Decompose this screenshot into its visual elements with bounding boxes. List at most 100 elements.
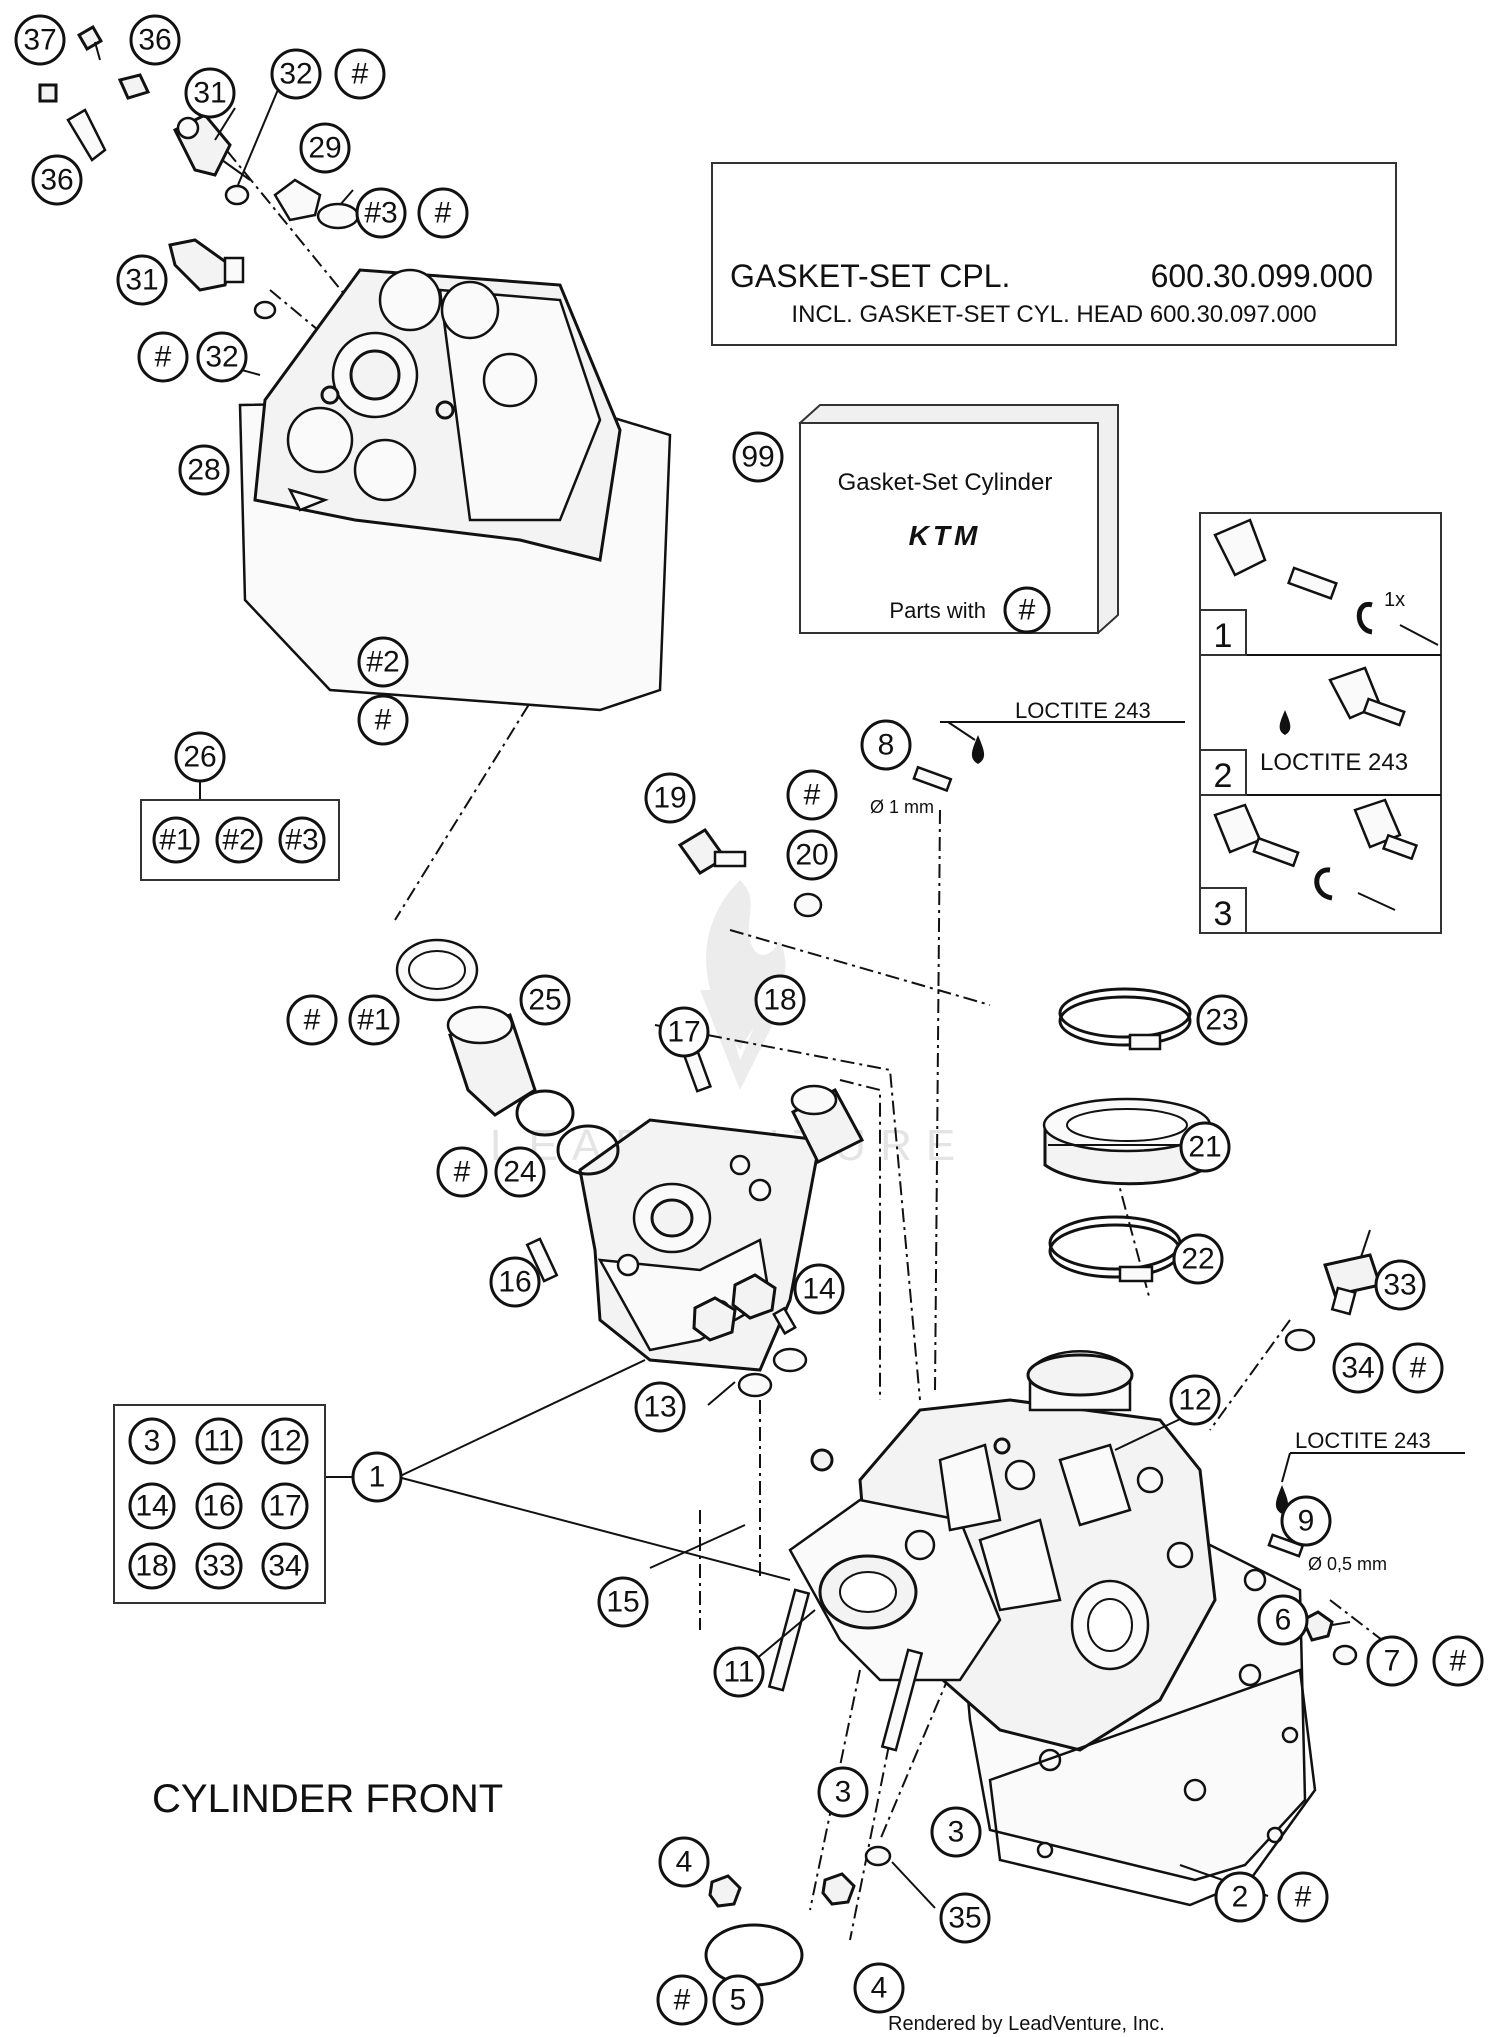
svg-text:2: 2 [1232,1881,1249,1914]
svg-text:6: 6 [1275,1604,1292,1637]
callout-h34: # [1392,1342,1444,1394]
washer-3 [316,202,360,230]
callout-c32a: 32 [270,48,322,100]
group-1-item-16: 16 [195,1482,243,1530]
ktm-logo: KTM [909,520,982,551]
step-2-note: LOCTITE 243 [1260,749,1408,776]
callout-c6: 6 [1257,1594,1309,1646]
svg-text:15: 15 [606,1586,639,1619]
callout-h2x: # [357,694,409,746]
dowel-14 [772,1306,797,1336]
svg-text:12: 12 [1178,1384,1211,1417]
svg-text:13: 13 [643,1391,676,1424]
svg-text:33: 33 [202,1550,235,1583]
gasket-kit-box: Gasket-Set Cylinder KTM Parts with # [798,404,1119,635]
callout-c14: 14 [793,1263,845,1315]
svg-text:12: 12 [268,1425,301,1458]
callout-c31b: 31 [116,254,168,306]
svg-text:#: # [375,704,392,737]
callout-1: 1 [351,1451,403,1503]
o-ring-5 [704,1923,804,1987]
callout-c8: 8 [860,719,912,771]
callout-c3a: 3 [817,1766,869,1818]
watermark: LEADVENTURE [490,880,955,1170]
washer-7 [1332,1644,1358,1666]
group-1-item-34: 34 [261,1542,309,1590]
gasket-set-includes: INCL. GASKET-SET CYL. HEAD 600.30.097.00… [791,301,1316,328]
svg-text:#: # [804,779,821,812]
o-ring-32-lower [253,300,277,320]
svg-text:19: 19 [653,782,686,815]
parts-with-symbol: # [1003,586,1051,634]
svg-text:#: # [1295,1881,1312,1914]
clamp-22 [1048,1215,1182,1283]
nuts-13 [692,1273,777,1342]
svg-text:#: # [155,341,172,374]
loctite-label-8: LOCTITE 243 [1015,698,1151,723]
svg-text:31: 31 [193,77,226,110]
gasket-set-number: 600.30.099.000 [1151,258,1373,294]
svg-text:2: 2 [1214,757,1233,795]
jet-8 [912,735,985,793]
nut-4-left [708,1874,742,1908]
svg-text:36: 36 [138,24,171,57]
callout-c3x: #3 [355,187,407,239]
callout-c36b: 36 [31,154,83,206]
plug-29 [273,178,322,222]
screw-37 [77,25,103,61]
o-ring-24 [515,1089,620,1176]
group-26-item-3: #3 [278,816,326,864]
svg-text:20: 20 [795,839,828,872]
svg-text:28: 28 [187,454,220,487]
callout-c15: 15 [597,1576,649,1628]
group-1-box: 3 11 12 14 16 17 18 33 34 [113,1404,326,1604]
washer-20 [793,892,823,918]
callout-c16: 16 [489,1256,541,1308]
callout-c22: 22 [1172,1233,1224,1285]
callout-h32b: # [137,331,189,383]
diagram-caption: CYLINDER FRONT [152,1777,503,1821]
render-credit: Rendered by LeadVenture, Inc. [888,2013,1165,2035]
callout-c37: 37 [14,14,66,66]
callout-c34: 34 [1332,1342,1384,1394]
callout-99: 99 [732,431,784,483]
svg-text:3: 3 [835,1776,852,1809]
callout-c33: 33 [1374,1259,1426,1311]
procedure-step-3: 3 [1199,798,1419,934]
callout-c9: 9 [1280,1495,1332,1547]
svg-text:#3: #3 [364,197,397,230]
callout-c12: 12 [1169,1374,1221,1426]
svg-text:31: 31 [125,264,158,297]
svg-text:9: 9 [1298,1505,1315,1538]
callout-c2: 2 [1214,1871,1266,1923]
callout-h3x: # [417,187,469,239]
svg-text:#2: #2 [222,824,255,857]
callout-c20: 20 [786,829,838,881]
svg-text:23: 23 [1205,1004,1238,1037]
svg-text:32: 32 [279,58,312,91]
svg-text:3: 3 [948,1816,965,1849]
callout-h32a: # [334,48,386,100]
group-26-box: #1 #2 #3 [140,799,340,881]
svg-text:99: 99 [741,441,774,474]
intake-boot-21 [1042,1097,1212,1186]
callout-c11: 11 [713,1646,765,1698]
svg-text:16: 16 [498,1266,531,1299]
parts-with-label: Parts with [889,598,986,623]
group-1-item-14: 14 [128,1482,176,1530]
svg-text:21: 21 [1188,1131,1221,1164]
loctite-label-9: LOCTITE 243 [1295,1428,1431,1453]
callout-c19: 19 [644,772,696,824]
callout-h5: # [656,1974,708,2026]
seal-34 [1284,1328,1316,1352]
temp-sensor-33 [1323,1229,1382,1316]
svg-text:34: 34 [268,1550,301,1583]
plug-6 [1301,1610,1334,1642]
svg-text:35: 35 [948,1902,981,1935]
group-1-item-18: 18 [128,1542,176,1590]
svg-text:25: 25 [528,984,561,1017]
group-1-item-11: 11 [195,1417,243,1465]
callout-c32b: 32 [196,331,248,383]
